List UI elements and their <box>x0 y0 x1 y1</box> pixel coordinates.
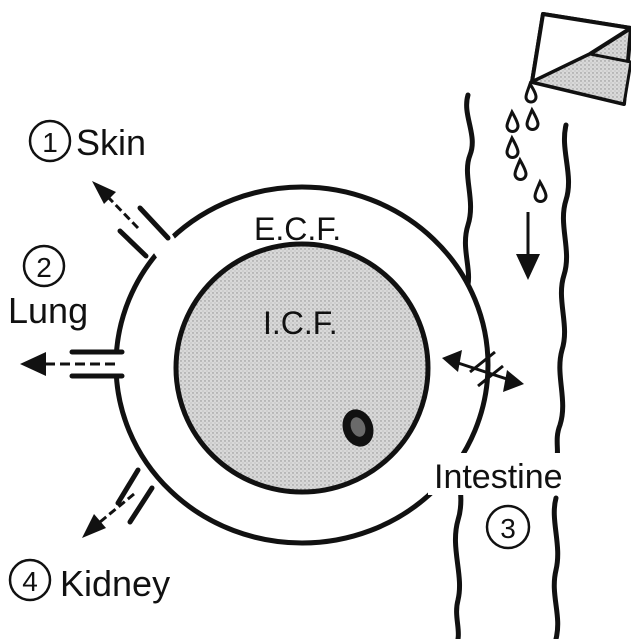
ecf-label: E.C.F. <box>254 211 341 247</box>
skin-label: Skin <box>76 122 146 163</box>
water-drop-icon <box>526 84 536 102</box>
intestine-label: Intestine <box>434 458 563 496</box>
intestine-right-wall <box>554 125 568 639</box>
route-lung-label: 2 Lung <box>8 246 88 331</box>
icf-label: I.C.F. <box>263 305 338 341</box>
icf-compartment <box>176 244 428 492</box>
water-drop-icon <box>535 182 546 202</box>
route-number: 1 <box>42 127 58 158</box>
route-number: 4 <box>22 566 38 597</box>
route-number: 2 <box>36 252 52 283</box>
skin-outlet <box>120 202 180 262</box>
water-drop-icon <box>507 138 518 158</box>
inflow-arrow <box>516 212 540 280</box>
water-drop-icon <box>515 160 526 180</box>
route-skin-label: 1 Skin <box>30 121 146 163</box>
kidney-outlet <box>101 466 152 522</box>
water-drop-icon <box>527 110 538 130</box>
kidney-label: Kidney <box>60 563 170 604</box>
water-drops <box>507 84 546 202</box>
lung-label: Lung <box>8 290 88 331</box>
water-drop-icon <box>507 112 518 132</box>
route-kidney-label: 4 Kidney <box>10 560 170 604</box>
route-number: 3 <box>500 513 516 544</box>
pouring-cup-icon <box>532 14 631 104</box>
skin-arrow <box>92 181 138 228</box>
